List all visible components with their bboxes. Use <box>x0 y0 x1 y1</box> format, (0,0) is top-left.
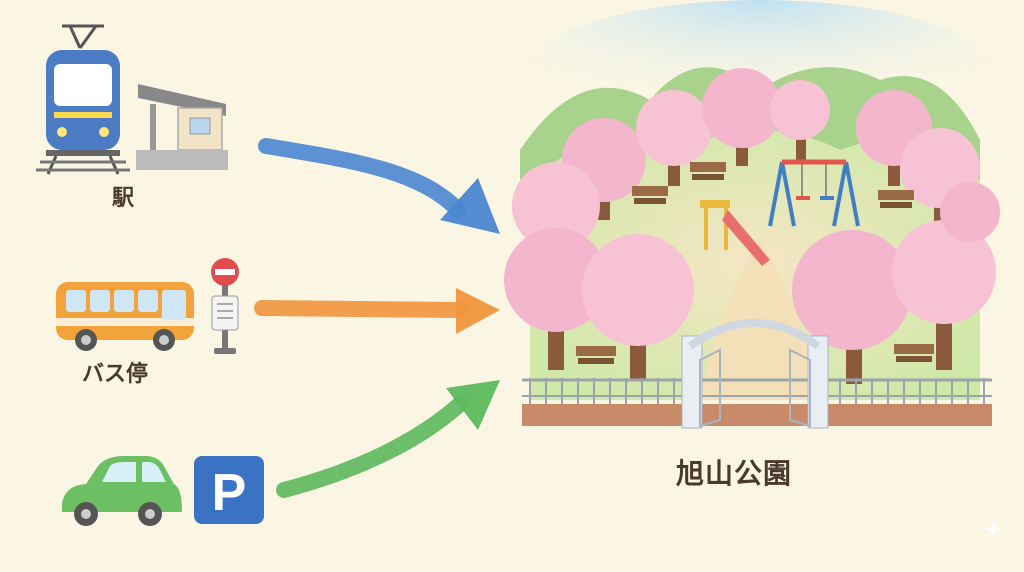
park-name-label: 旭山公園 <box>676 457 793 490</box>
park-fence <box>522 378 992 426</box>
station-building-icon <box>136 84 228 170</box>
bus-stop-label: バス停 <box>82 362 149 387</box>
benches <box>576 162 934 364</box>
cherry-trees <box>504 68 1000 384</box>
slide <box>700 200 770 266</box>
train-icon <box>36 24 130 175</box>
arrow-bus <box>254 288 500 334</box>
station-label: 駅 <box>112 186 135 211</box>
car-icon <box>61 456 182 526</box>
parking-sign-icon: P <box>194 456 264 524</box>
bus-icon <box>56 282 194 351</box>
bus-stop-sign-icon <box>211 258 239 354</box>
park-gate <box>681 319 829 429</box>
arrow-car <box>276 380 500 498</box>
swing-set <box>768 159 860 227</box>
sparkle-icon <box>984 520 1002 538</box>
park-illustration <box>504 0 1000 429</box>
parking-letter: P <box>212 464 247 522</box>
arrow-train <box>258 138 500 234</box>
